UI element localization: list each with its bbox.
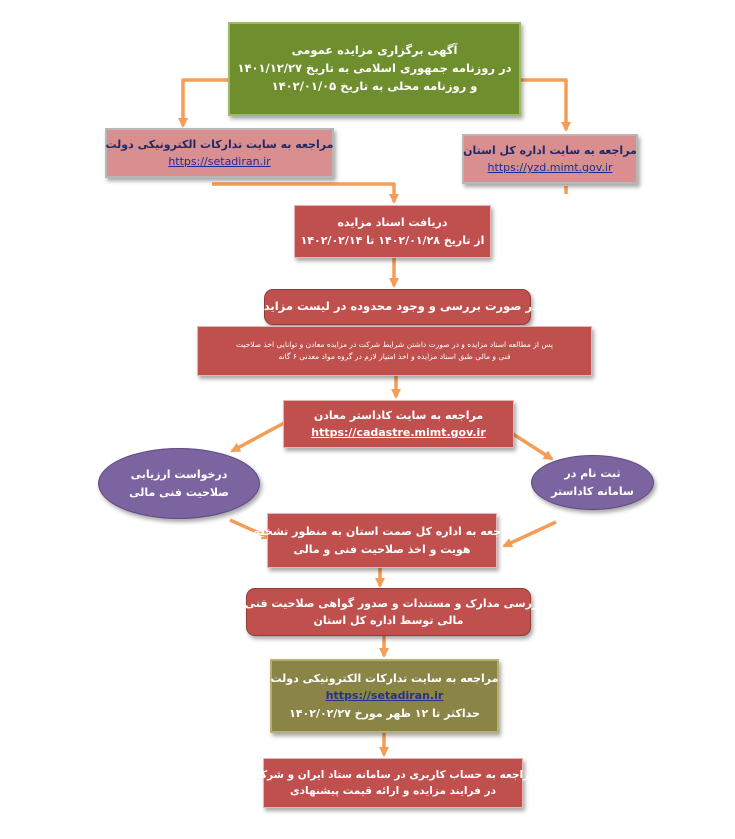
announcement-newspaper-2: و روزنامه محلی به تاریخ ۱۴۰۲/۰۱/۰۵ xyxy=(271,78,478,93)
bid-submit-box: مراجعه به حساب کاربری در سامانه ستاد ایر… xyxy=(250,758,536,808)
arrow-announcement-to-province xyxy=(521,78,571,132)
industry-office-line-2: هویت و اخذ صلاحیت فنی و مالی xyxy=(293,542,471,556)
check-area-text: در صورت بررسی و وجود محدوده در لیست مزای… xyxy=(256,299,539,314)
arrow-announcement-to-setad xyxy=(178,78,228,128)
cadastre-site-box: مراجعه به سایت کاداستر معادن https://cad… xyxy=(283,400,514,448)
industry-office-box: مراجعه به اداره کل صمت استان به منظور تش… xyxy=(246,513,518,568)
arrow-cadastre-to-eval xyxy=(230,421,285,453)
conditions-line-1: پس از مطالعه اسناد مزایده و در صورت داشت… xyxy=(235,340,554,350)
arrow-eval-to-industry xyxy=(229,518,272,540)
industry-office-line-1: مراجعه به اداره کل صمت استان به منظور تش… xyxy=(245,525,519,539)
cadastre-register-line-1: ثبت نام در xyxy=(564,466,621,480)
setad-site-box: مراجعه به سایت تدارکات الکترونیکی دولت h… xyxy=(105,128,334,178)
arrow-register-to-industry xyxy=(502,520,557,548)
setad-final-deadline: حداکثر تا ۱۲ ظهر مورخ ۱۴۰۲/۰۲/۲۷ xyxy=(289,706,480,720)
cadastre-site-link[interactable]: https://cadastre.mimt.gov.ir xyxy=(311,426,486,439)
announcement-box: آگهی برگزاری مزایده عمومی در روزنامه جمه… xyxy=(228,22,521,116)
setad-final-box: مراجعه به سایت تدارکات الکترونیکی دولت h… xyxy=(270,659,499,733)
announcement-title: آگهی برگزاری مزایده عمومی xyxy=(291,43,458,58)
doc-review-line-1: بررسی مدارک و مستندات و صدور گواهی صلاحی… xyxy=(234,596,543,610)
setad-site-link[interactable]: https://setadiran.ir xyxy=(168,155,271,168)
check-area-box: در صورت بررسی و وجود محدوده در لیست مزای… xyxy=(257,289,538,325)
receive-docs-title: دریافت اسناد مزایده xyxy=(337,216,448,230)
cadastre-site-title: مراجعه به سایت کاداستر معادن xyxy=(313,408,484,422)
announcement-newspaper-1: در روزنامه جمهوری اسلامی به تاریخ ۱۴۰۱/۱… xyxy=(237,61,512,76)
eval-request-line-1: درخواست ارزیابی xyxy=(130,467,228,481)
receive-docs-dates: از تاریخ ۱۴۰۲/۰۱/۲۸ تا ۱۴۰۲/۰۲/۱۴ xyxy=(300,233,485,247)
setad-site-title: مراجعه به سایت تدارکات الکترونیکی دولت xyxy=(105,137,334,151)
cadastre-register-ellipse: ثبت نام در سامانه کاداستر xyxy=(531,455,654,510)
conditions-box: پس از مطالعه اسناد مزایده و در صورت داشت… xyxy=(197,326,592,376)
bid-submit-line-1: مراجعه به حساب کاربری در سامانه ستاد ایر… xyxy=(249,768,537,781)
setad-final-title: مراجعه به سایت تدارکات الکترونیکی دولت xyxy=(270,672,499,686)
receive-docs-box: دریافت اسناد مزایده از تاریخ ۱۴۰۲/۰۱/۲۸ … xyxy=(294,205,491,258)
conditions-line-2: فنی و مالی طبق اسناد مزایده و اخذ امتیاز… xyxy=(278,352,511,361)
province-site-title: مراجعه به سایت اداره کل استان xyxy=(463,143,637,157)
cadastre-register-line-2: سامانه کاداستر xyxy=(551,484,634,498)
arrow-setad-to-receive xyxy=(212,182,399,204)
province-site-link[interactable]: https://yzd.mimt.gov.ir xyxy=(487,161,613,174)
eval-request-line-2: صلاحیت فنی مالی xyxy=(129,485,229,499)
province-site-box: مراجعه به سایت اداره کل استان https://yz… xyxy=(462,134,638,184)
setad-final-link[interactable]: https://setadiran.ir xyxy=(325,689,444,703)
bid-submit-line-2: در فرایند مزایده و ارائه قیمت پیشنهادی xyxy=(290,785,496,797)
arrow-cadastre-to-register xyxy=(512,432,554,461)
doc-review-line-2: مالی توسط اداره کل استان xyxy=(313,614,464,627)
doc-review-box: بررسی مدارک و مستندات و صدور گواهی صلاحی… xyxy=(234,588,543,636)
eval-request-ellipse: درخواست ارزیابی صلاحیت فنی مالی xyxy=(98,448,260,519)
